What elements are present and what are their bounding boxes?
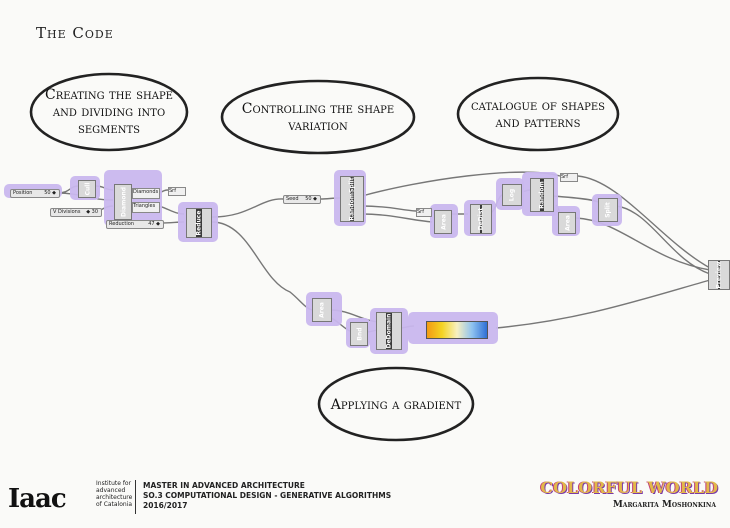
bubble-outlines [29, 72, 620, 442]
bubble-line: Creating the shape [45, 86, 173, 103]
bubble-line: Applying a gradient [330, 396, 462, 413]
slider-label: V Divisions [53, 209, 81, 215]
iaac-logo: Iaac [8, 484, 67, 514]
component-split[interactable]: Split [598, 198, 618, 222]
institute-line: architecture [96, 494, 133, 501]
slider-label: Seed [286, 196, 299, 202]
component-area-2[interactable]: Area [558, 212, 576, 234]
slider-reduction[interactable]: Reduction 47 ◆ [106, 220, 164, 229]
panel-text: Srf [169, 188, 176, 194]
panel-diamonds: Diamonds [132, 188, 160, 199]
component-dedomain[interactable]: DeDomain [376, 312, 402, 350]
slider-value: 50 ◆ [44, 190, 56, 196]
component-area-1[interactable]: Area [434, 210, 452, 234]
component-random[interactable]: Random [530, 178, 554, 212]
program-info: MASTER IN ADVANCED ARCHITECTURE SO.3 COM… [143, 481, 391, 511]
component-label: Split [604, 202, 612, 218]
panel-text: Triangles [133, 203, 156, 209]
component-log[interactable]: Log [502, 184, 522, 206]
bubble-outline-controlling [220, 79, 416, 155]
bubble-outline-catalogue [456, 76, 620, 152]
footer-divider [135, 480, 136, 514]
bubble-line: segments [78, 120, 140, 137]
institute-line: advanced [96, 487, 126, 494]
component-label: RandomSplit [348, 177, 356, 221]
component-label: Diamond [120, 186, 128, 218]
component-label: DeDist [477, 207, 485, 231]
project-title: COLORFUL WORLD [540, 478, 718, 497]
bubble-outline-creating [29, 72, 189, 152]
slider-value: 50 ◆ [305, 196, 317, 202]
program-line: MASTER IN ADVANCED ARCHITECTURE [143, 481, 305, 490]
bubble-line: and patterns [495, 115, 581, 131]
component-preview[interactable]: Preview [708, 260, 730, 290]
panel-srf-1: Srf [168, 187, 186, 196]
institute-name: Institute for advanced architecture of C… [96, 480, 136, 508]
bubble-applying-gradient: Applying a gradient [320, 370, 472, 440]
author-name: Margarita Moshonkina [612, 500, 716, 510]
component-cull[interactable]: Cull [78, 180, 96, 198]
panel-triangles: Triangles [132, 202, 160, 213]
slider-seed[interactable]: Seed 50 ◆ [283, 195, 321, 204]
panel-srf-3: Srf [560, 173, 578, 182]
page-title: The Code [36, 24, 114, 42]
component-label: Area [564, 215, 572, 231]
panel-text: Diamonds [133, 189, 159, 195]
component-label: Cull [84, 182, 92, 196]
component-bnd[interactable]: Bnd [350, 322, 368, 346]
component-label: Random [538, 181, 546, 209]
panel-srf-2: Srf [416, 208, 432, 217]
component-reduce[interactable]: Reduce [186, 208, 212, 238]
slider-label: Reduction [109, 221, 134, 227]
slider-v-divisions[interactable]: V Divisions ◆ 30 [50, 208, 102, 217]
bubble-line: Controlling the shape [241, 101, 395, 117]
slider-label: Position [13, 190, 33, 196]
program-line: 2016/2017 [143, 501, 188, 510]
component-diamond[interactable]: Diamond [114, 184, 132, 220]
bubble-line: and dividing into [52, 103, 166, 120]
component-label: Preview [715, 261, 723, 289]
gradient-bar[interactable] [426, 321, 488, 339]
component-label: Area [440, 214, 448, 230]
panel-text: Srf [417, 209, 424, 215]
slider-value: ◆ 30 [86, 209, 98, 215]
bubble-line: variation [288, 118, 348, 134]
bubble-outline-gradient [317, 366, 475, 442]
program-line: SO.3 COMPUTATIONAL DESIGN - GENERATIVE A… [143, 491, 392, 500]
institute-line: of Catalonia [96, 501, 133, 508]
slider-value: 47 ◆ [148, 221, 160, 227]
component-area-3[interactable]: Area [312, 298, 332, 322]
component-dedist[interactable]: DeDist [470, 204, 492, 234]
institute-line: Institute for [96, 480, 132, 487]
panel-text: Srf [561, 174, 568, 180]
component-label: Reduce [195, 210, 203, 236]
slider-position[interactable]: Position 50 ◆ [10, 189, 60, 198]
component-label: Area [318, 302, 326, 318]
component-label: DeDomain [385, 313, 393, 349]
bubble-line: catalogue of shapes [471, 98, 605, 114]
component-random-split[interactable]: RandomSplit [340, 176, 364, 222]
component-label: Log [508, 188, 516, 202]
component-label: Bnd [356, 327, 364, 341]
